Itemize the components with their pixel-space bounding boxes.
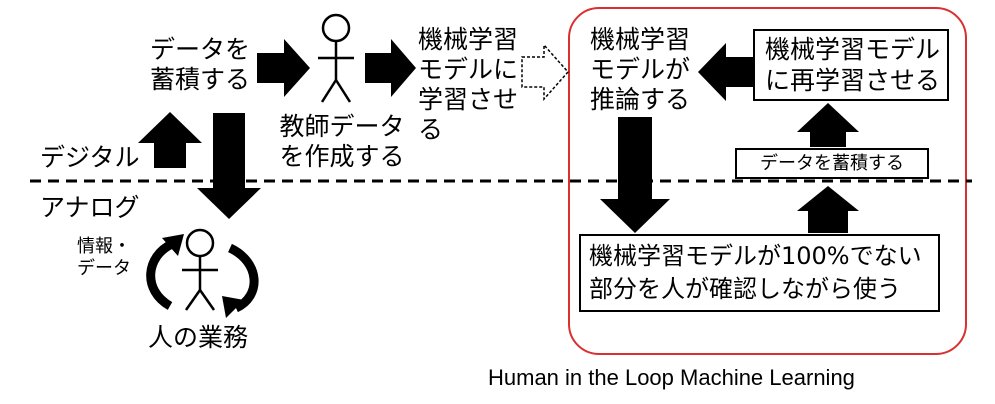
- arrow-icon: [698, 43, 753, 101]
- arrow-icon: [797, 186, 859, 233]
- human-check-box: 機械学習モデルが100%でない 部分を人が確認しながら使う: [579, 234, 940, 312]
- stick-figure-icon: [182, 228, 218, 311]
- cycle-arrow-icon: [146, 234, 184, 310]
- retrain-model-box: 機械学習モデル に再学習させる: [753, 29, 949, 101]
- loop-caption: Human in the Loop Machine Learning: [488, 365, 855, 390]
- info-data-label: 情報・ データ: [77, 236, 131, 279]
- arrow-icon: [257, 39, 310, 97]
- arrow-icon: [365, 39, 416, 97]
- human-work-label: 人の業務: [148, 323, 249, 352]
- model-infers-label: 機械学習 モデルが 推論する: [590, 25, 691, 114]
- accumulate-data-box: データを蓄積する: [735, 148, 929, 179]
- arrow-icon: [138, 112, 202, 168]
- stick-figure-icon: [318, 13, 354, 103]
- cycle-arrow-icon: [222, 243, 259, 318]
- arrow-icon: [797, 103, 859, 147]
- arrow-icon: [600, 117, 670, 233]
- arrow-icon: [197, 113, 261, 219]
- arrow-icon: [521, 43, 570, 101]
- create-teacher-data-label: 教師データ を作成する: [279, 112, 405, 171]
- accumulate-data-label: データを 蓄積する: [149, 35, 250, 94]
- train-model-label: 機械学習 モデルに 学習させ る: [418, 25, 519, 144]
- analog-label: アナログ: [40, 193, 140, 222]
- digital-label: デジタル: [40, 143, 140, 172]
